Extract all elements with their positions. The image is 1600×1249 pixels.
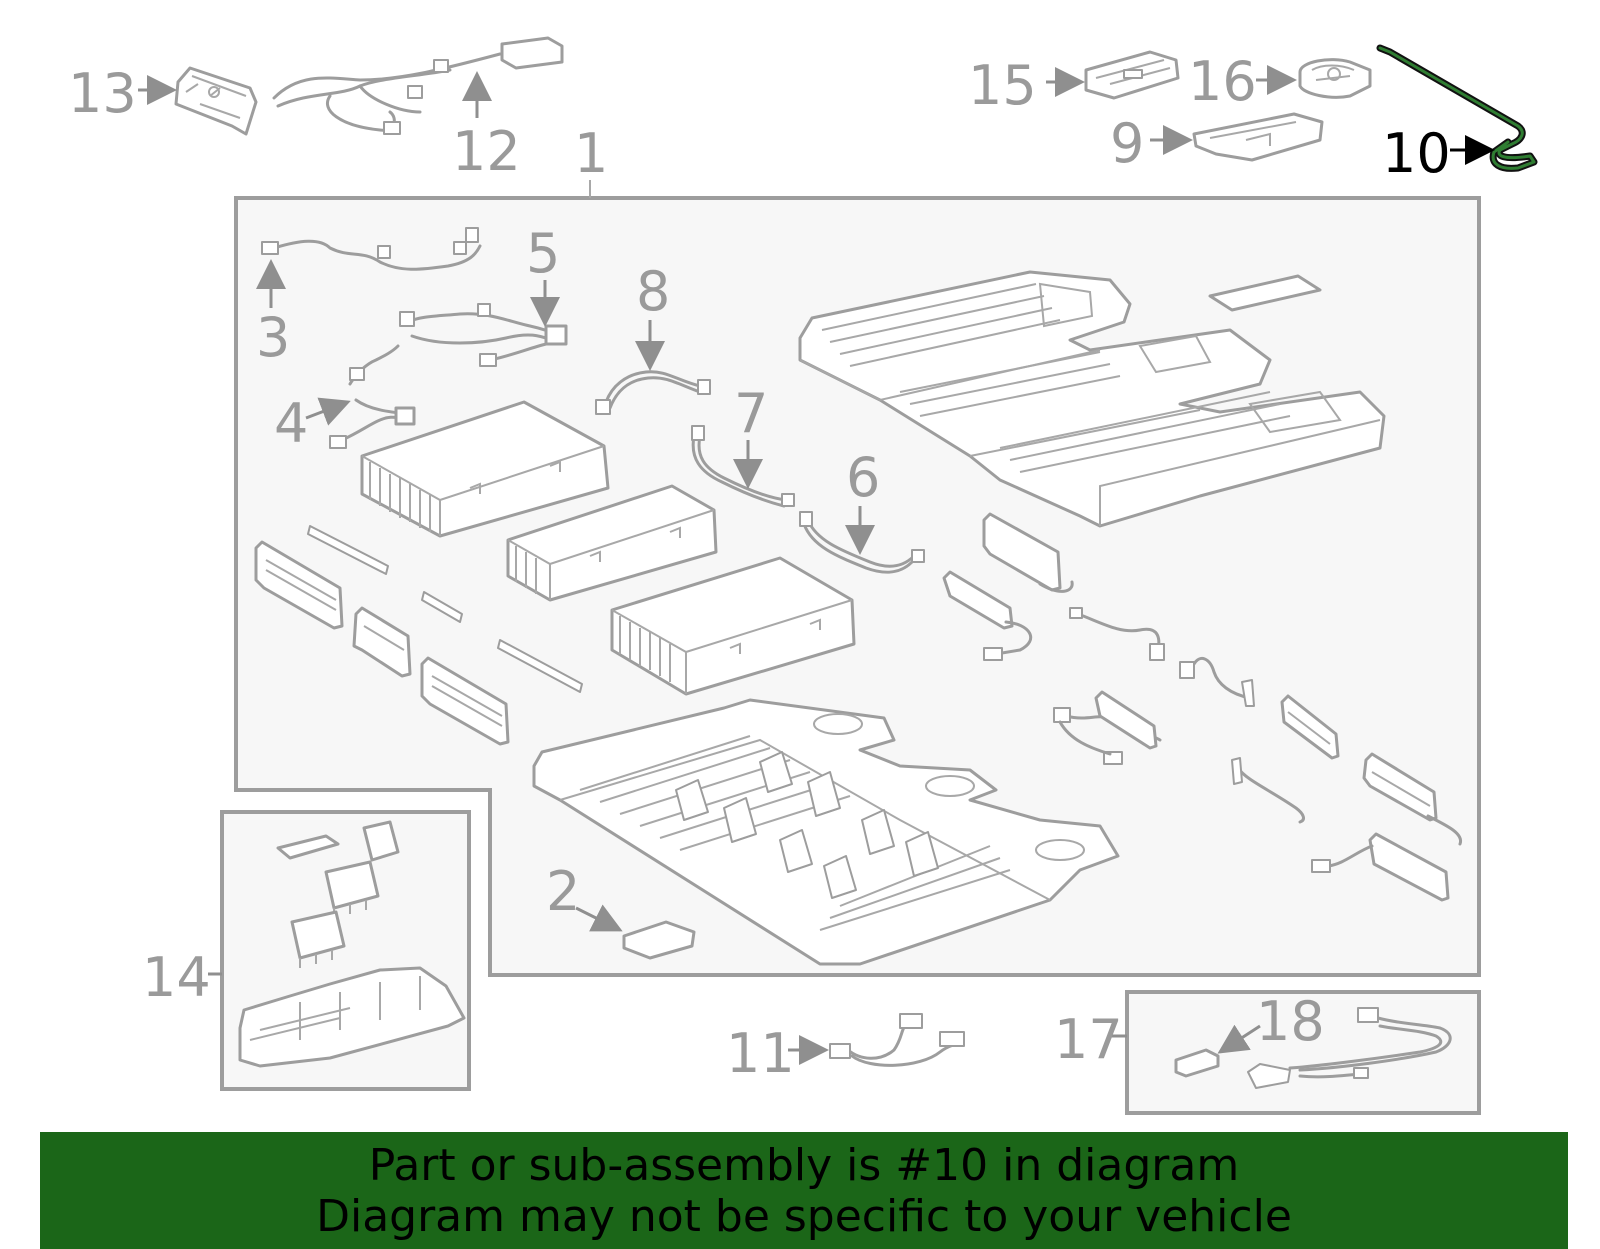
battery-module-2[interactable] bbox=[506, 484, 718, 602]
part-17-harness[interactable] bbox=[1247, 1007, 1452, 1089]
part-13-bracket[interactable] bbox=[174, 66, 258, 136]
callout-6: 6 bbox=[846, 446, 880, 509]
banner-line-2: Diagram may not be specific to your vehi… bbox=[316, 1190, 1292, 1242]
part-15-module[interactable] bbox=[1084, 50, 1180, 100]
leader-lines bbox=[138, 65, 1495, 1065]
callout-1: 1 bbox=[574, 122, 608, 185]
part-12-harness[interactable] bbox=[272, 36, 564, 135]
part-9-cover[interactable] bbox=[1192, 112, 1324, 162]
part-10-cable-highlighted[interactable] bbox=[1376, 44, 1538, 172]
part-18-connector[interactable] bbox=[1174, 1048, 1220, 1078]
part-14-junction-block[interactable] bbox=[238, 820, 466, 1068]
part-6-cable[interactable] bbox=[799, 511, 925, 574]
callout-14: 14 bbox=[142, 946, 211, 1009]
callout-11: 11 bbox=[726, 1022, 795, 1085]
part-7-cable[interactable] bbox=[691, 425, 795, 508]
callout-12: 12 bbox=[452, 120, 521, 183]
battery-module-3[interactable] bbox=[610, 556, 856, 696]
callout-4: 4 bbox=[274, 392, 308, 455]
callout-5: 5 bbox=[526, 222, 560, 285]
part-11-harness[interactable] bbox=[829, 1013, 965, 1067]
misc-harnesses-right[interactable] bbox=[942, 512, 1463, 902]
part-5-harness[interactable] bbox=[399, 303, 568, 367]
part-2-pad[interactable] bbox=[622, 920, 696, 960]
callout-18: 18 bbox=[1256, 990, 1325, 1053]
label-plate bbox=[1208, 274, 1322, 312]
callout-13: 13 bbox=[68, 62, 137, 125]
callout-3: 3 bbox=[256, 306, 290, 369]
info-banner: Part or sub-assembly is #10 in diagram D… bbox=[40, 1132, 1568, 1249]
battery-case-cover[interactable] bbox=[798, 270, 1386, 528]
callout-16: 16 bbox=[1188, 50, 1257, 113]
callout-15: 15 bbox=[968, 54, 1037, 117]
part-16-fan[interactable] bbox=[1298, 58, 1372, 99]
bracket-strips-left[interactable] bbox=[254, 525, 583, 746]
callout-2: 2 bbox=[546, 860, 580, 923]
banner-line-1: Part or sub-assembly is #10 in diagram bbox=[368, 1139, 1240, 1191]
part-8-cable[interactable] bbox=[595, 370, 711, 415]
callout-numbers: 13 12 1 15 16 9 10 3 5 4 8 7 6 2 14 11 1… bbox=[68, 50, 1451, 1085]
part-3-harness[interactable] bbox=[261, 227, 482, 271]
battery-tray[interactable] bbox=[532, 698, 1120, 966]
battery-module-1[interactable] bbox=[360, 400, 610, 538]
callout-17: 17 bbox=[1054, 1008, 1123, 1071]
part-4-harness[interactable] bbox=[329, 344, 416, 449]
callout-7: 7 bbox=[734, 382, 768, 445]
callout-9: 9 bbox=[1110, 112, 1144, 175]
callout-10: 10 bbox=[1382, 122, 1451, 185]
callout-8: 8 bbox=[636, 260, 670, 323]
